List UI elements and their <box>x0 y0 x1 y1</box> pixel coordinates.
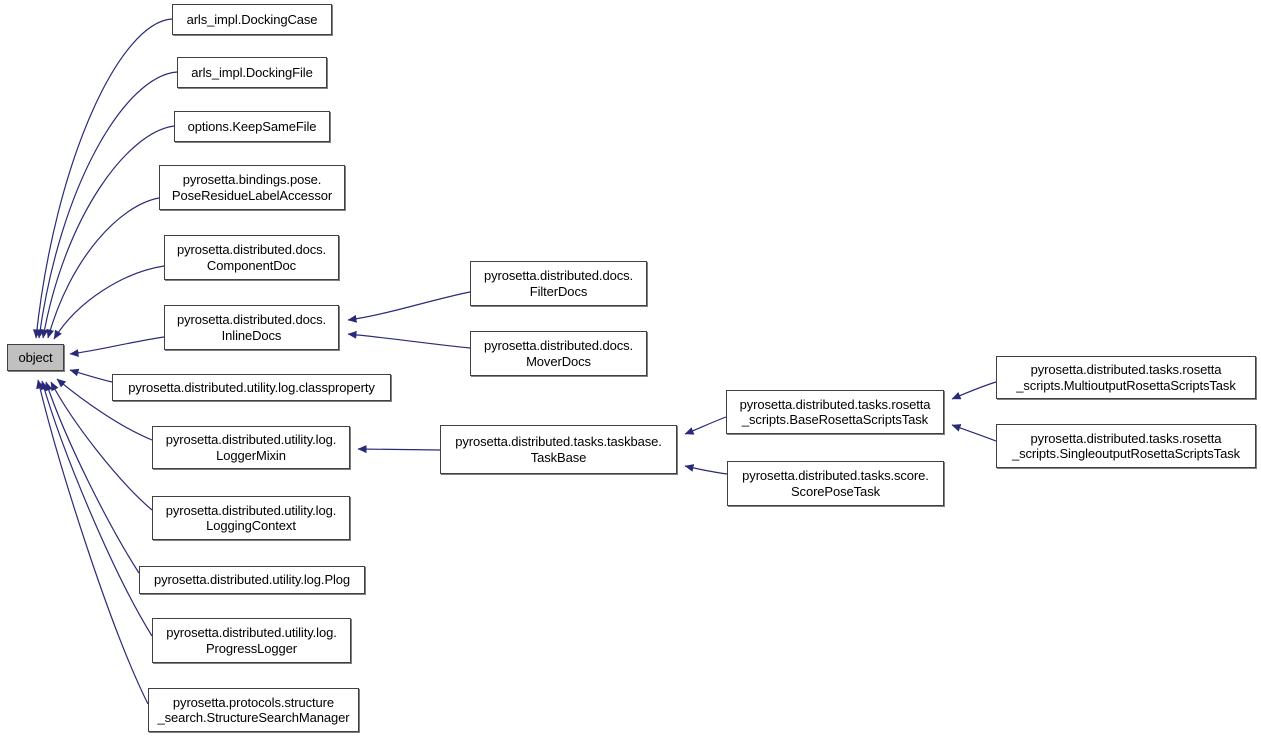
class-node-label: pyrosetta.bindings.pose. PoseResidueLabe… <box>171 172 333 203</box>
class-node-label: pyrosetta.distributed.utility.log. Logge… <box>165 432 337 463</box>
class-node-dockingcase[interactable]: arls_impl.DockingCase <box>172 4 332 35</box>
class-node-loggermixin[interactable]: pyrosetta.distributed.utility.log. Logge… <box>152 426 350 469</box>
class-node-label: pyrosetta.distributed.utility.log. Progr… <box>166 625 337 656</box>
class-node-baserosettascriptstask[interactable]: pyrosetta.distributed.tasks.rosetta _scr… <box>726 390 944 434</box>
class-node-label: pyrosetta.distributed.tasks.taskbase. Ta… <box>455 434 662 465</box>
class-node-classproperty[interactable]: pyrosetta.distributed.utility.log.classp… <box>112 374 391 401</box>
inheritance-edge-dockingcase-to-object <box>32 18 173 339</box>
inheritance-edge-baserosettascriptstask-to-taskbase <box>684 416 727 435</box>
inheritance-edge-componentdoc-to-object <box>53 265 165 340</box>
inheritance-edge-filterdocs-to-inlinedocs <box>347 291 471 323</box>
class-node-label: arls_impl.DockingFile <box>191 64 313 80</box>
inheritance-edge-keepsamefile-to-object <box>40 125 175 339</box>
class-node-label: pyrosetta.distributed.docs. FilterDocs <box>483 268 634 299</box>
inheritance-edge-progresslogger-to-object <box>40 380 153 637</box>
inheritance-edge-dockingfile-to-object <box>36 71 178 339</box>
class-node-filterdocs[interactable]: pyrosetta.distributed.docs. FilterDocs <box>470 261 647 306</box>
class-node-label: pyrosetta.distributed.utility.log.Plog <box>153 572 351 588</box>
class-node-object[interactable]: object <box>7 344 64 371</box>
class-node-moverdocs[interactable]: pyrosetta.distributed.docs. MoverDocs <box>470 331 647 376</box>
class-node-label: pyrosetta.distributed.docs. MoverDocs <box>483 338 634 369</box>
class-node-singleoutputrosettascriptstask[interactable]: pyrosetta.distributed.tasks.rosetta _scr… <box>996 424 1256 468</box>
class-node-label: options.KeepSameFile <box>187 118 317 134</box>
inheritance-edge-classproperty-to-object <box>69 368 113 383</box>
class-node-loggingcontext[interactable]: pyrosetta.distributed.utility.log. Loggi… <box>152 496 350 540</box>
class-node-label: pyrosetta.protocols.structure _search.St… <box>157 694 350 726</box>
class-node-multioutputrosettascriptstask[interactable]: pyrosetta.distributed.tasks.rosetta _scr… <box>996 356 1256 399</box>
class-node-plog[interactable]: pyrosetta.distributed.utility.log.Plog <box>139 566 365 594</box>
inheritance-edge-loggermixin-to-taskbase <box>357 445 441 454</box>
class-node-label: pyrosetta.distributed.docs. InlineDocs <box>176 312 327 343</box>
class-node-label: arls_impl.DockingCase <box>186 11 318 27</box>
class-node-keepsamefile[interactable]: options.KeepSameFile <box>174 111 330 142</box>
class-node-label: pyrosetta.distributed.utility.log. Loggi… <box>165 502 337 534</box>
class-node-scoreposetask[interactable]: pyrosetta.distributed.tasks.score. Score… <box>727 461 944 506</box>
class-node-inlinedocs[interactable]: pyrosetta.distributed.docs. InlineDocs <box>164 305 339 350</box>
class-node-label: pyrosetta.distributed.tasks.rosetta _scr… <box>739 396 931 428</box>
class-node-label: object <box>18 349 53 365</box>
inheritance-edge-loggingcontext-to-object <box>50 381 153 511</box>
inheritance-edge-scoreposetask-to-taskbase <box>684 464 728 475</box>
class-node-componentdoc[interactable]: pyrosetta.distributed.docs. ComponentDoc <box>164 235 339 280</box>
inheritance-edge-structuresearchmanager-to-object <box>36 379 149 705</box>
class-node-label: pyrosetta.distributed.tasks.rosetta _scr… <box>1011 430 1241 462</box>
inheritance-edge-poseresiduelabelaccessor-to-object <box>46 197 160 339</box>
inheritance-edge-multioutputrosettascriptstask-to-baserosettascriptstask <box>951 381 997 400</box>
class-node-taskbase[interactable]: pyrosetta.distributed.tasks.taskbase. Ta… <box>440 425 677 474</box>
class-node-poseresiduelabelaccessor[interactable]: pyrosetta.bindings.pose. PoseResidueLabe… <box>159 165 345 210</box>
inheritance-edge-inlinedocs-to-object <box>69 336 165 357</box>
class-node-progresslogger[interactable]: pyrosetta.distributed.utility.log. Progr… <box>152 618 351 663</box>
inheritance-edge-moverdocs-to-inlinedocs <box>347 330 471 349</box>
class-node-label: pyrosetta.distributed.utility.log.classp… <box>128 379 375 395</box>
class-node-dockingfile[interactable]: arls_impl.DockingFile <box>177 57 327 88</box>
inheritance-edge-plog-to-object <box>44 381 140 574</box>
class-node-label: pyrosetta.distributed.docs. ComponentDoc <box>176 242 327 273</box>
class-node-label: pyrosetta.distributed.tasks.score. Score… <box>742 468 929 499</box>
class-node-structuresearchmanager[interactable]: pyrosetta.protocols.structure _search.St… <box>148 688 359 732</box>
class-node-label: pyrosetta.distributed.tasks.rosetta _scr… <box>1016 362 1236 393</box>
inheritance-edge-singleoutputrosettascriptstask-to-baserosettascriptstask <box>951 424 997 442</box>
